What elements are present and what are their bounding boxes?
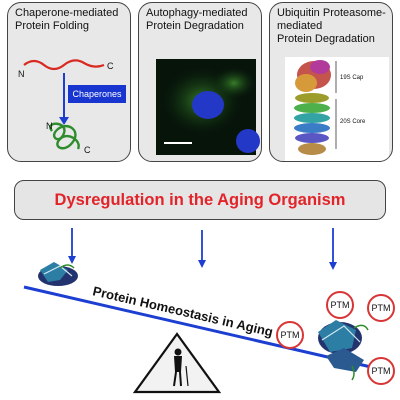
proteasome-panel: Ubiquitin Proteasome- mediated Protein D… [269, 2, 393, 162]
panel-title: Chaperone-mediated Protein Folding [15, 7, 119, 32]
ptm-badge: PTM [367, 357, 395, 385]
folded-protein-chain [49, 122, 80, 150]
n-terminus-folded-label: N [46, 121, 53, 131]
nucleus [192, 91, 224, 119]
unfolded-protein-chain [23, 59, 105, 71]
19s-cap-label: 19S Cap [340, 75, 364, 81]
seesaw-beam [23, 285, 372, 369]
panel-title: Autophagy-mediated Protein Degradation [146, 7, 248, 32]
folding-illustration: N C N C [18, 59, 114, 155]
proteasome-illustration: 19S Cap 20S Core [285, 57, 389, 161]
panel-title: Ubiquitin Proteasome- mediated Protein D… [277, 7, 386, 45]
banner-title: Dysregulation in the Aging Organism [54, 190, 346, 209]
autophagy-panel: Autophagy-mediated Protein Degradation [138, 2, 262, 162]
seesaw-label: Protein Homeostasis in Aging [91, 283, 274, 339]
c-terminus-folded-label: C [84, 145, 91, 155]
dysregulation-banner: Dysregulation in the Aging Organism [14, 180, 386, 220]
c-terminus-label: C [107, 61, 114, 71]
ptm-badge: PTM [276, 321, 304, 349]
20s-core-label: 20S Core [340, 119, 366, 125]
elderly-person-icon [173, 348, 189, 387]
fluorescence-micrograph [156, 59, 260, 155]
folded-protein-left [38, 262, 78, 286]
misfolded-protein-right [318, 320, 369, 381]
chaperone-folding-panel: Chaperone-mediated Protein Folding N C N… [7, 2, 131, 162]
ptm-badge: PTM [326, 291, 354, 319]
chaperones-label: Chaperones [68, 85, 126, 103]
ptm-badge: PTM [367, 294, 395, 322]
n-terminus-label: N [18, 69, 25, 79]
